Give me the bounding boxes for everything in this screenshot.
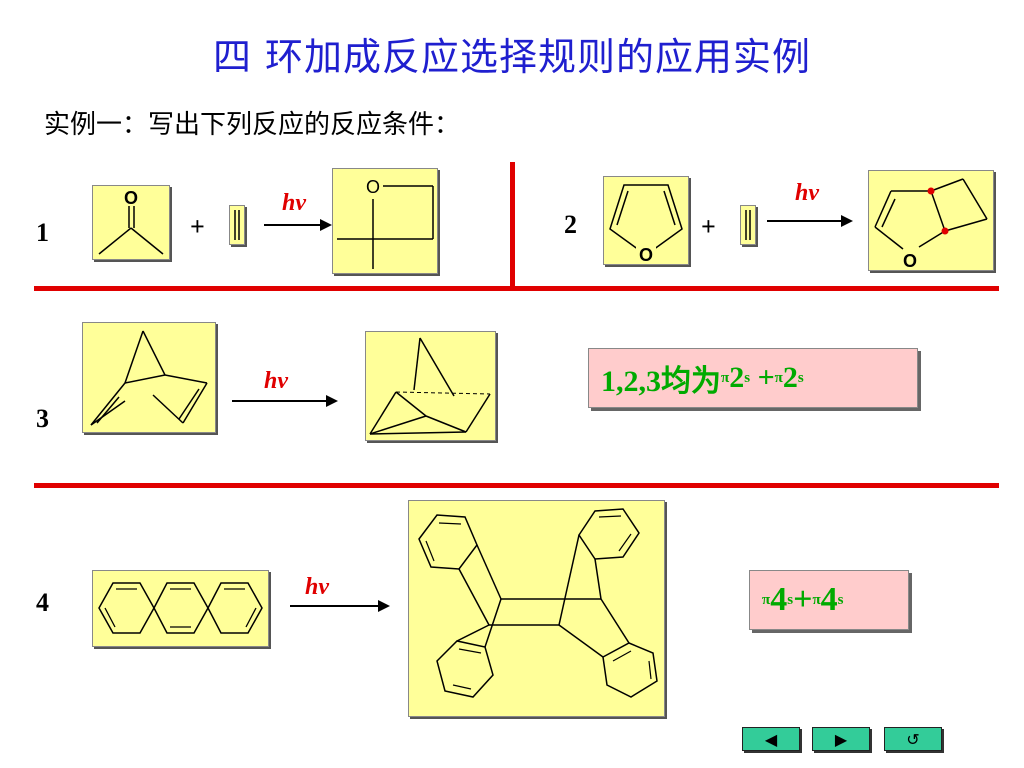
- reaction-1-arrow: [264, 219, 332, 231]
- ethylene-2-svg: [745, 210, 751, 240]
- divider-1: [34, 286, 999, 291]
- rule-1-3-prefix: 1,2,3均为: [601, 365, 721, 398]
- acetone-svg: O: [98, 188, 164, 255]
- prev-icon: ◀: [764, 729, 778, 749]
- page-title: 四 环加成反应选择规则的应用实例: [212, 35, 812, 79]
- ethylene-1-svg: [234, 210, 240, 240]
- bicyclic-furan-svg: O: [874, 178, 988, 271]
- quadricyclane-svg: [369, 337, 491, 435]
- quadricyclane-product: [365, 331, 496, 441]
- rule-4-plus: +: [793, 581, 813, 618]
- bridgehead-dot-2: [941, 227, 949, 235]
- reaction-2-arrow: [767, 215, 853, 227]
- anthracene-dimer-svg: [418, 508, 658, 698]
- prev-button[interactable]: ◀: [742, 727, 800, 751]
- reaction-4-number: 4: [36, 588, 49, 617]
- acetone-structure: O: [92, 185, 170, 260]
- rule-4-pi-a: π: [762, 591, 771, 608]
- oxetane-o-label: O: [366, 177, 380, 197]
- next-button[interactable]: ▶: [812, 727, 870, 751]
- furan-structure: O: [603, 176, 689, 265]
- product-o-label: O: [903, 251, 917, 270]
- bicyclic-furan-product: O: [868, 170, 994, 271]
- furan-o-label: O: [639, 245, 653, 264]
- reaction-1-number: 1: [36, 218, 49, 247]
- reaction-2-number: 2: [564, 210, 577, 239]
- return-button[interactable]: ↺: [884, 727, 942, 751]
- reaction-4-arrow: [290, 600, 390, 612]
- anthracene-dimer-product: [408, 500, 665, 717]
- reaction-1-plus: +: [190, 212, 205, 241]
- rule-4-s-a: s: [787, 591, 794, 608]
- norbornadiene-svg: [90, 330, 208, 426]
- anthracene-svg: [98, 582, 263, 634]
- rule-1-3-s-b: s: [797, 369, 804, 386]
- reaction-1-condition: hν: [282, 190, 306, 216]
- rule-1-3-pi-b: π: [774, 369, 783, 386]
- anthracene-structure: [92, 570, 269, 647]
- reaction-3-condition: hν: [264, 368, 288, 394]
- rule-1-3-s-a: s: [744, 369, 751, 386]
- reaction-2-plus: +: [701, 212, 716, 241]
- furan-svg: O: [609, 184, 683, 265]
- rule-4-s-b: s: [837, 591, 844, 608]
- bridgehead-dot-1: [927, 187, 935, 195]
- rule-1-3-two-b: 2: [782, 361, 798, 394]
- ethylene-2-structure: [740, 205, 756, 245]
- return-icon: ↺: [906, 729, 920, 749]
- reaction-2-condition: hν: [795, 180, 819, 206]
- acetone-o-label: O: [124, 188, 138, 208]
- subtitle: 实例一：写出下列反应的反应条件：: [44, 110, 461, 140]
- reaction-3-arrow: [232, 395, 338, 407]
- divider-2: [34, 483, 999, 488]
- reaction-4-condition: hν: [305, 574, 329, 600]
- rule-1-3-two-a: 2: [729, 361, 745, 394]
- ethylene-1-structure: [229, 205, 245, 245]
- next-icon: ▶: [834, 729, 848, 749]
- oxetane-product: O: [332, 168, 438, 274]
- vertical-divider: [510, 162, 515, 288]
- rule-1-3-plus: +: [750, 361, 775, 394]
- rule-4-four-b: 4: [820, 581, 838, 618]
- rule-1-3-pi-a: π: [721, 369, 730, 386]
- norbornadiene-structure: [82, 322, 216, 433]
- rule-4-four-a: 4: [770, 581, 788, 618]
- reaction-3-number: 3: [36, 404, 49, 433]
- oxetane-svg: O: [337, 177, 434, 269]
- rule-4-pi-b: π: [812, 591, 821, 608]
